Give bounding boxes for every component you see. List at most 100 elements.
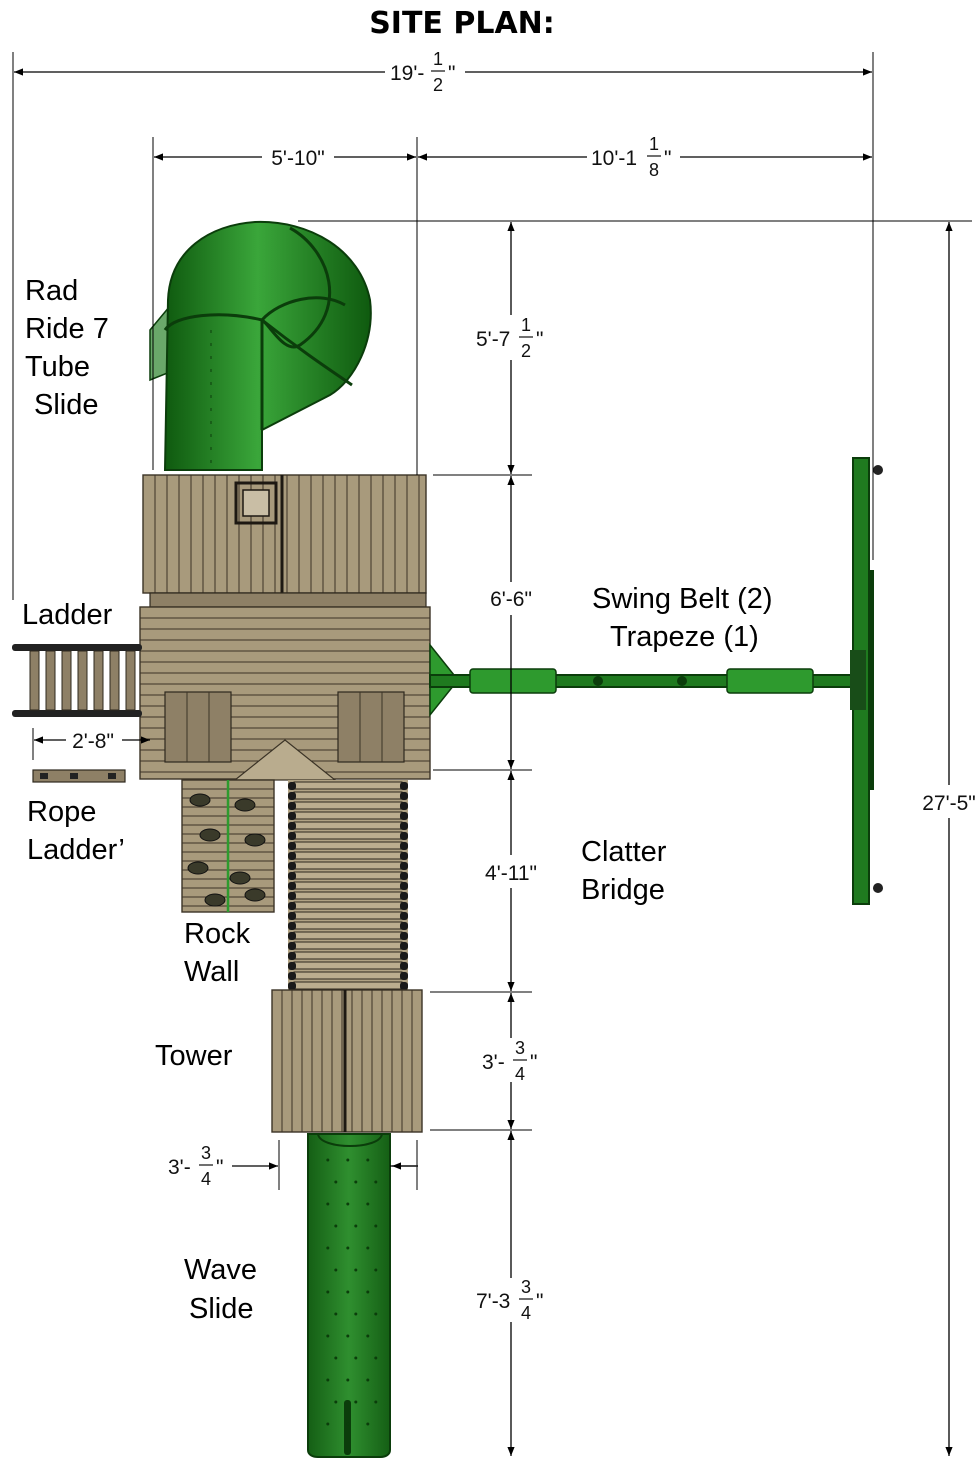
bridge-chain	[400, 862, 408, 870]
bridge-slat	[293, 881, 403, 890]
slide-texture-dot	[326, 1334, 330, 1338]
bridge-chain	[288, 942, 296, 950]
bridge-chain	[288, 792, 296, 800]
bridge-slat	[293, 971, 403, 980]
label-bridge: Bridge	[581, 874, 665, 906]
wave-slide	[307, 1133, 391, 1458]
bridge-chain	[400, 962, 408, 970]
svg-text:3'-: 3'-	[482, 1051, 505, 1074]
bridge-slat	[293, 951, 403, 960]
bridge-chain	[400, 952, 408, 960]
svg-text:3'-: 3'-	[168, 1156, 191, 1179]
svg-text:3: 3	[521, 1277, 531, 1297]
slide-texture-dot	[334, 1312, 338, 1316]
slide-texture-dot	[366, 1334, 370, 1338]
slide-texture-dot	[366, 1422, 370, 1426]
dim-tower-width: 3'- 3 4 "	[168, 1140, 418, 1190]
svg-text:": "	[530, 1051, 537, 1074]
bridge-chain	[400, 972, 408, 980]
svg-text:6'-6": 6'-6"	[490, 588, 532, 611]
svg-text:4: 4	[521, 1303, 531, 1323]
bridge-chain	[288, 932, 296, 940]
label-rad: Rad	[25, 275, 78, 307]
bridge-chain	[400, 792, 408, 800]
slide-texture-dot	[326, 1202, 330, 1206]
ladder-rung	[61, 650, 72, 711]
svg-text:3: 3	[515, 1038, 525, 1058]
bridge-chain	[288, 822, 296, 830]
ladder-rung	[93, 650, 104, 711]
label-rock: Rock	[184, 918, 251, 950]
svg-text:": "	[664, 147, 671, 170]
bridge-chain	[288, 872, 296, 880]
bridge-slat	[293, 841, 403, 850]
label-ride: Ride 7	[25, 313, 109, 345]
label-wall: Wall	[184, 956, 239, 988]
slide-texture-dot	[346, 1246, 350, 1250]
bridge-chain	[288, 922, 296, 930]
ladder-rung	[29, 650, 40, 711]
bridge-chain	[288, 962, 296, 970]
slide-texture-dot	[334, 1224, 338, 1228]
rope-ladder	[32, 769, 126, 783]
bridge-slat	[293, 931, 403, 940]
label-tower: Tower	[155, 1040, 233, 1072]
slide-texture-dot	[374, 1356, 378, 1360]
svg-text:": "	[536, 1290, 543, 1313]
slide-texture-dot	[366, 1290, 370, 1294]
swing-beam	[429, 457, 883, 905]
slide-texture-dot	[334, 1356, 338, 1360]
bridge-slat	[293, 821, 403, 830]
svg-text:1: 1	[433, 49, 443, 69]
bridge-chain	[400, 812, 408, 820]
svg-text:10'-1: 10'-1	[591, 147, 637, 170]
bridge-slat	[293, 811, 403, 820]
rock-hold	[244, 888, 266, 902]
bridge-slat	[293, 851, 403, 860]
label-tube: Tube	[25, 351, 90, 383]
rock-hold	[199, 828, 221, 842]
bridge-slat	[293, 861, 403, 870]
bridge-chain	[400, 842, 408, 850]
bridge-chain	[400, 872, 408, 880]
svg-text:4: 4	[201, 1169, 211, 1189]
svg-text:2: 2	[521, 341, 531, 361]
bridge-chain	[288, 802, 296, 810]
dim-top-right-width: 10'-1 1 8 "	[418, 134, 872, 180]
slide-texture-dot	[354, 1400, 358, 1404]
label-wave: Wave	[184, 1254, 257, 1286]
bridge-slat	[293, 921, 403, 930]
bridge-chain	[400, 892, 408, 900]
rock-wall	[181, 779, 275, 913]
svg-text:2'-8": 2'-8"	[72, 730, 114, 753]
slide-texture-dot	[326, 1422, 330, 1426]
bridge-chain	[400, 922, 408, 930]
bridge-chain	[400, 802, 408, 810]
rock-hold	[234, 798, 256, 812]
slide-texture-dot	[354, 1268, 358, 1272]
svg-text:": "	[448, 62, 455, 85]
bridge-chain	[288, 862, 296, 870]
bridge-slat	[293, 871, 403, 880]
svg-text:4'-11": 4'-11"	[485, 862, 537, 885]
bridge-chain	[400, 882, 408, 890]
slide-texture-dot	[366, 1158, 370, 1162]
bridge-chain	[400, 912, 408, 920]
dim-overall-width: 19'- 1 2 "	[12, 49, 874, 600]
slide-texture-dot	[374, 1224, 378, 1228]
main-deck	[139, 606, 459, 781]
bridge-chain	[288, 952, 296, 960]
svg-text:1: 1	[521, 315, 531, 335]
bridge-chain	[400, 942, 408, 950]
svg-text:8: 8	[649, 160, 659, 180]
ladder	[12, 644, 142, 717]
bridge-chain	[400, 932, 408, 940]
ladder-rung	[45, 650, 56, 711]
dim-ladder-width: 2'-8"	[32, 728, 150, 760]
slide-texture-dot	[346, 1290, 350, 1294]
rock-hold	[204, 893, 226, 907]
slide-texture-dot	[354, 1356, 358, 1360]
bridge-chain	[400, 832, 408, 840]
bridge-slat	[293, 831, 403, 840]
